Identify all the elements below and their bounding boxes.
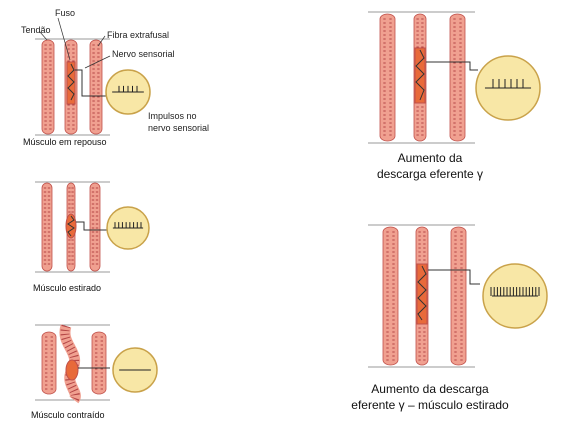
- sensory-coil: [415, 49, 425, 101]
- label-nervo-sensorial: Nervo sensorial: [112, 49, 175, 59]
- leader-tendao: [39, 31, 48, 41]
- impulse-readout-contracted: [112, 347, 158, 393]
- caption-rest: Músculo em repouso: [23, 137, 107, 147]
- label-fuso: Fuso: [55, 8, 76, 18]
- caption-gamma-stretch-1: Aumento da descarga: [371, 382, 489, 396]
- fiber-body: [382, 226, 399, 366]
- fiber-body: [41, 39, 55, 135]
- leader-nervo: [84, 55, 111, 69]
- panel-stretched: [35, 181, 150, 273]
- sensory-nerve: [76, 221, 110, 231]
- sensory-nerve: [75, 69, 110, 97]
- caption-stretched: Músculo estirado: [33, 283, 102, 293]
- extrafusal-fiber-right: [450, 226, 467, 366]
- fiber-body: [91, 331, 107, 395]
- panel-contracted: [35, 324, 158, 404]
- extrafusal-fiber-left: [382, 226, 399, 366]
- panel-gamma-stretched: [368, 224, 548, 368]
- sensory-coil: [67, 63, 75, 101]
- sensory-coil: [417, 265, 427, 321]
- sensory-coil: [67, 215, 75, 237]
- fiber-body: [89, 182, 101, 272]
- extrafusal-fiber-right: [91, 331, 107, 395]
- fiber-body: [450, 226, 467, 366]
- fiber-body: [41, 182, 53, 272]
- label-tendao: Tendão: [21, 25, 51, 35]
- sensory-nerve: [426, 61, 478, 71]
- extrafusal-fiber-left: [379, 13, 396, 142]
- label-impulsos-1: Impulsos no: [148, 111, 197, 121]
- extrafusal-fiber-right: [89, 182, 101, 272]
- impulse-readout-stretched: [106, 206, 150, 250]
- spindle: [65, 359, 79, 381]
- extrafusal-fiber-left: [41, 331, 57, 395]
- fiber-body: [89, 39, 103, 135]
- extrafusal-fiber-left: [41, 39, 55, 135]
- panel-rest: [35, 17, 151, 136]
- label-impulsos-2: nervo sensorial: [148, 123, 210, 133]
- label-fibra-extrafusal: Fibra extrafusal: [107, 30, 170, 40]
- panel-gamma: [368, 11, 541, 144]
- caption-contracted: Músculo contraído: [31, 410, 105, 420]
- fiber-body: [379, 13, 396, 142]
- fiber-body: [41, 331, 57, 395]
- caption-gamma-1: Aumento da: [397, 151, 463, 165]
- extrafusal-fiber-right: [449, 13, 466, 142]
- impulse-readout-gamma-stretched: [482, 263, 548, 329]
- extrafusal-fiber-right: [89, 39, 103, 135]
- caption-gamma-2: descarga eferente γ: [376, 167, 484, 181]
- impulse-readout-rest: [105, 69, 151, 115]
- impulse-readout-gamma: [475, 55, 541, 121]
- spindle: [66, 61, 76, 105]
- fiber-body: [449, 13, 466, 142]
- leader-fibra: [97, 35, 106, 47]
- caption-gamma-stretch-2: eferente γ – músculo estirado: [351, 398, 509, 412]
- spindle: [414, 47, 426, 104]
- sensory-nerve: [428, 269, 480, 285]
- leader-fuso: [57, 17, 71, 61]
- extrafusal-fiber-left: [41, 182, 53, 272]
